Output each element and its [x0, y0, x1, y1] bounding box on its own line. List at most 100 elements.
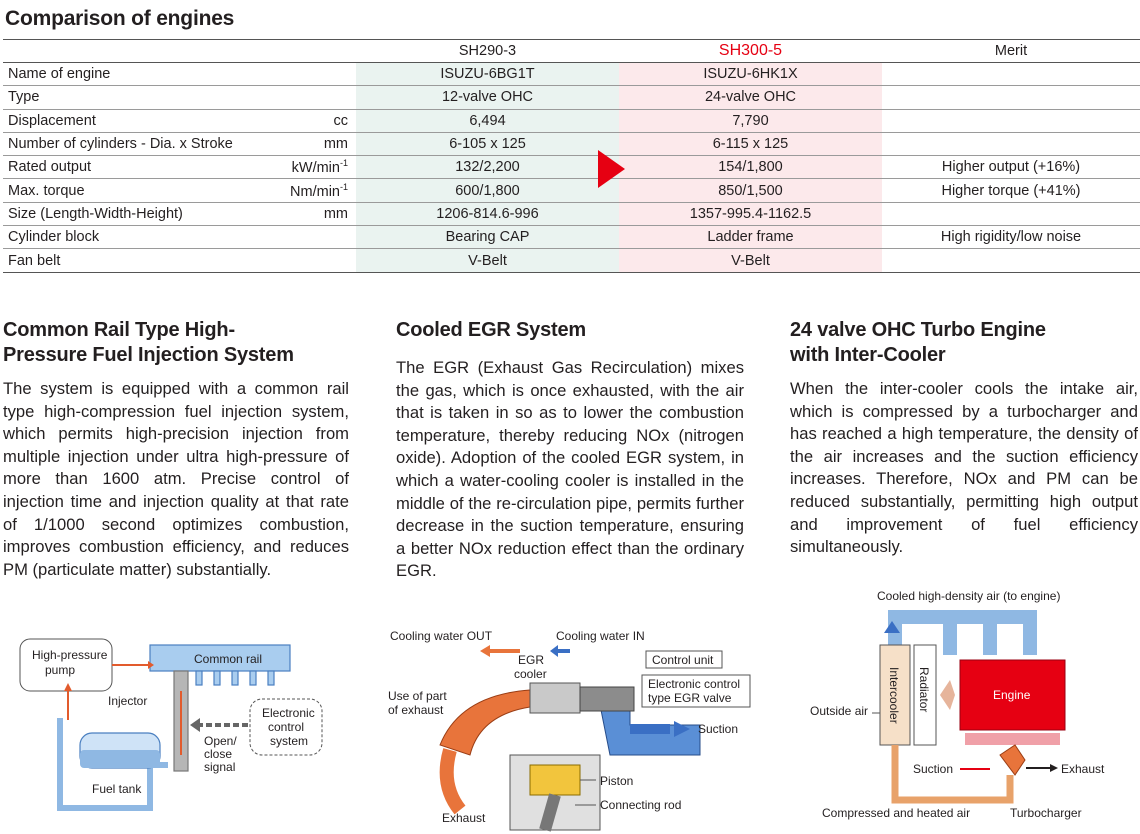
svg-text:Exhaust: Exhaust	[1061, 762, 1105, 776]
svg-text:Intercooler: Intercooler	[887, 667, 901, 724]
header-cell	[3, 39, 274, 63]
engine-shape	[959, 659, 1066, 731]
section-body: When the inter-cooler cools the intake a…	[790, 379, 1138, 557]
intercooler-shape	[879, 644, 911, 746]
cell-merit: High rigidity/low noise	[882, 225, 1140, 250]
cell-sh290: 600/1,800	[356, 178, 619, 203]
row-unit	[274, 85, 356, 110]
radiator-shape	[913, 644, 937, 746]
cell-merit	[882, 109, 1140, 133]
svg-text:Engine: Engine	[993, 688, 1031, 702]
turbo-diagram: Cooled high-density air (to engine) Inte…	[810, 589, 1105, 820]
svg-text:of exhaust: of exhaust	[388, 703, 444, 717]
row-unit: Nm/min-1	[274, 178, 356, 203]
svg-text:Common rail: Common rail	[194, 652, 262, 666]
svg-text:Radiator: Radiator	[917, 667, 931, 712]
row-unit: cc	[274, 109, 356, 133]
svg-text:cooler: cooler	[514, 667, 547, 681]
header-merit: Merit	[882, 39, 1140, 63]
row-label: Name of engine	[3, 62, 274, 87]
svg-text:signal: signal	[204, 760, 235, 774]
cell-sh300: Ladder frame	[619, 225, 882, 250]
section-egr: Cooled EGR System The EGR (Exhaust Gas R…	[396, 318, 744, 583]
row-label: Rated output	[3, 155, 274, 180]
cell-sh300: ISUZU-6HK1X	[619, 62, 882, 87]
cell-sh290: 6-105 x 125	[356, 132, 619, 157]
cell-sh290: ISUZU-6BG1T	[356, 62, 619, 87]
header-sh300: SH300-5	[619, 39, 882, 63]
red-arrow-icon	[598, 150, 625, 188]
egr-diagram: Cooling water OUT Cooling water IN EGR c…	[388, 629, 751, 832]
svg-text:Suction: Suction	[913, 762, 953, 776]
cell-merit	[882, 85, 1140, 110]
fuel-injection-diagram: High-pressure pump Common rail Injector …	[19, 638, 323, 811]
cell-sh300: 850/1,500	[619, 178, 882, 203]
row-label: Displacement	[3, 109, 274, 133]
cell-merit	[882, 132, 1140, 157]
svg-text:Electronic control: Electronic control	[648, 677, 740, 691]
cell-sh290: Bearing CAP	[356, 225, 619, 250]
header-sh290: SH290-3	[356, 39, 619, 63]
row-unit: kW/min-1	[274, 155, 356, 180]
svg-text:control: control	[268, 720, 304, 734]
svg-text:High-pressure: High-pressure	[32, 648, 108, 662]
svg-text:Compressed and heated air: Compressed and heated air	[822, 806, 970, 820]
row-label: Size (Length-Width-Height)	[3, 202, 274, 227]
cell-sh300: V-Belt	[619, 248, 882, 273]
svg-text:EGR: EGR	[518, 653, 544, 667]
svg-text:Outside air: Outside air	[810, 704, 868, 718]
cell-merit: Higher output (+16%)	[882, 155, 1140, 180]
ecu-box	[249, 698, 323, 756]
svg-text:pump: pump	[45, 663, 75, 677]
cell-merit: Higher torque (+41%)	[882, 178, 1140, 203]
row-unit	[274, 225, 356, 250]
svg-text:Injector: Injector	[108, 694, 147, 708]
cell-sh290: 132/2,200	[356, 155, 619, 180]
cell-sh290: V-Belt	[356, 248, 619, 273]
section-heading: Cooled EGR System	[396, 319, 586, 341]
svg-text:system: system	[270, 734, 308, 748]
cell-sh300: 24-valve OHC	[619, 85, 882, 110]
svg-text:Suction: Suction	[698, 722, 738, 736]
cell-sh290: 6,494	[356, 109, 619, 133]
svg-text:Cooled high-density air (to en: Cooled high-density air (to engine)	[877, 589, 1060, 603]
row-label: Cylinder block	[3, 225, 274, 250]
svg-text:Piston: Piston	[600, 774, 633, 788]
section-body: The EGR (Exhaust Gas Recirculation) mixe…	[396, 358, 744, 581]
row-label: Max. torque	[3, 178, 274, 203]
section-common-rail: Common Rail Type High-Pressure Fuel Inje…	[3, 318, 349, 581]
cell-sh300: 6-115 x 125	[619, 132, 882, 157]
cell-merit	[882, 62, 1140, 87]
svg-text:Cooling water OUT: Cooling water OUT	[390, 629, 493, 643]
svg-text:Electronic: Electronic	[262, 706, 315, 720]
cell-sh300: 1357-995.4-1162.5	[619, 202, 882, 227]
svg-text:Exhaust: Exhaust	[442, 811, 486, 825]
row-label: Type	[3, 85, 274, 110]
cell-sh290: 1206-814.6-996	[356, 202, 619, 227]
header-cell	[274, 39, 356, 63]
svg-text:Cooling water IN: Cooling water IN	[556, 629, 645, 643]
svg-text:Turbocharger: Turbocharger	[1010, 806, 1082, 820]
row-label: Number of cylinders - Dia. x Stroke	[3, 132, 274, 157]
common-rail-shape	[149, 644, 291, 672]
cell-merit	[882, 202, 1140, 227]
row-unit: mm	[274, 202, 356, 227]
svg-text:Control unit: Control unit	[652, 653, 714, 667]
row-unit: mm	[274, 132, 356, 157]
cell-sh290: 12-valve OHC	[356, 85, 619, 110]
svg-text:Open/: Open/	[204, 734, 237, 748]
comparison-table: SH290-3 SH300-5 Merit Name of engine ISUZ…	[3, 39, 1140, 273]
row-unit	[274, 248, 356, 273]
table-header-row: SH290-3 SH300-5 Merit	[3, 39, 1140, 63]
svg-text:close: close	[204, 747, 232, 761]
section-body: The system is equipped with a common rai…	[3, 379, 349, 579]
